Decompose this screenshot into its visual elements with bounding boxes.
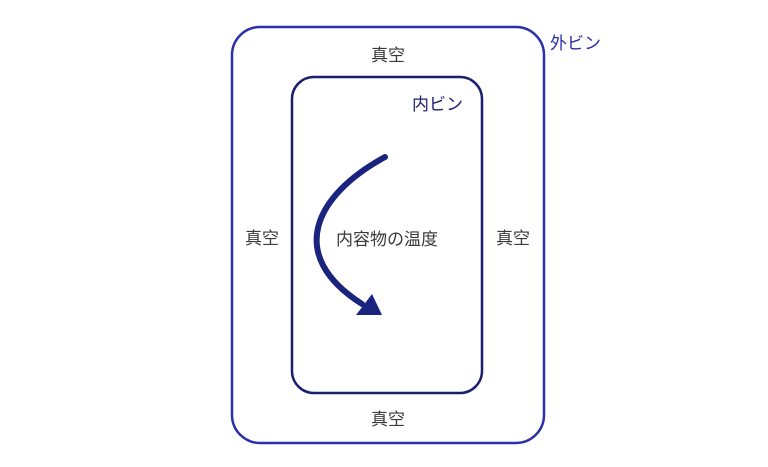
vacuum-top-label: 真空: [371, 46, 405, 66]
inner-bottle-label: 内ビン: [412, 95, 463, 115]
arrow-curve: [313, 154, 388, 307]
outer-bottle-label: 外ビン: [550, 34, 601, 54]
arrow-head: [356, 294, 382, 315]
contents-temperature-label: 内容物の温度: [336, 230, 438, 250]
outer-bottle-shape: [230, 25, 546, 445]
inner-bottle-shape: [290, 75, 484, 395]
vacuum-bottom-label: 真空: [371, 410, 405, 430]
vacuum-right-label: 真空: [496, 229, 530, 249]
curved-arrow-icon: [313, 154, 388, 315]
vacuum-left-label: 真空: [245, 229, 279, 249]
